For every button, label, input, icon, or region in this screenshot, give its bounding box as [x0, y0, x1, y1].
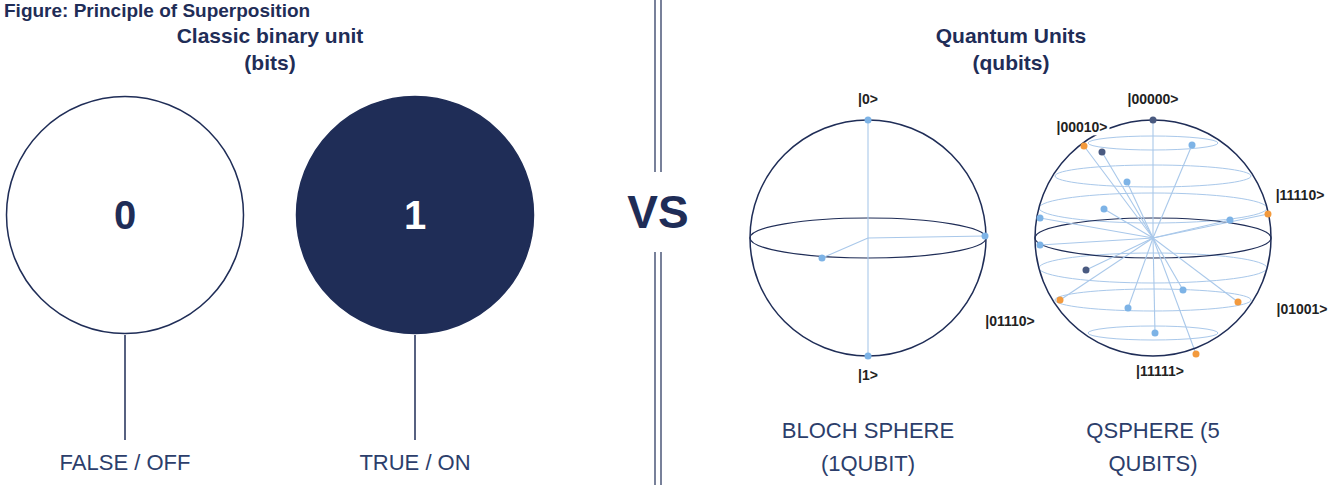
state-label: |00010> — [1054, 120, 1109, 135]
latitude-ring — [1088, 326, 1218, 340]
state-dot — [1125, 305, 1132, 312]
q-sphere-shape — [968, 86, 1336, 386]
state-vector — [1153, 238, 1155, 333]
state-vector — [1153, 238, 1238, 302]
state-vector — [1152, 120, 1153, 238]
latitude-ring — [1055, 289, 1251, 311]
state-vector — [1040, 238, 1153, 245]
divider-line — [654, 0, 655, 172]
sphere-outline — [750, 120, 986, 356]
state-dot — [1101, 206, 1108, 213]
state-vector — [1128, 238, 1153, 308]
state-dot — [1037, 242, 1044, 249]
state-label: |0> — [856, 92, 880, 107]
figure-title: Figure: Principle of Superposition — [4, 0, 310, 21]
state-dot — [1235, 299, 1242, 306]
state-dot — [1057, 297, 1064, 304]
state-dot — [1099, 149, 1106, 156]
bit-outline — [7, 97, 244, 334]
section-heading: Classic binary unit (bits) — [168, 22, 373, 76]
leader-line — [414, 335, 416, 440]
state-dot — [1081, 143, 1088, 150]
state-dot — [1227, 217, 1234, 224]
state-dot — [1265, 211, 1272, 218]
state-label: |11111> — [1134, 364, 1186, 379]
state-dot — [1180, 287, 1187, 294]
state-vector — [1040, 218, 1153, 238]
bit-outline — [297, 97, 534, 334]
state-dot — [1124, 179, 1131, 186]
q-sphere: |00000> |00010> |11110> |01110> |01001> |1111… — [968, 86, 1336, 386]
state-dot — [865, 117, 872, 124]
state-vector — [1153, 214, 1268, 238]
state-vector — [1060, 238, 1153, 300]
state-label: |01110> — [983, 314, 1036, 329]
state-vector — [1084, 146, 1153, 238]
divider-line — [660, 252, 661, 485]
state-caption: FALSE / OFF — [15, 448, 235, 478]
leader-line — [124, 335, 126, 440]
state-dot — [1083, 267, 1090, 274]
state-label: |11110> — [1274, 188, 1327, 203]
state-vector — [1153, 220, 1230, 238]
state-dot — [1189, 142, 1196, 149]
state-vector — [822, 238, 868, 258]
state-vector — [1153, 238, 1183, 290]
state-caption: TRUE / ON — [305, 448, 525, 478]
sphere-caption: BLOCH SPHERE (1QUBIT) — [748, 414, 988, 480]
versus-mark: VS — [598, 180, 718, 244]
sphere-caption: QSPHERE (5 QUBITS) — [1051, 414, 1256, 480]
state-dot — [1152, 330, 1159, 337]
state-label: |01001> — [1274, 302, 1329, 317]
sphere-outline — [1035, 120, 1271, 356]
state-dot — [982, 233, 989, 240]
state-vector — [1153, 145, 1192, 238]
divider-line — [660, 0, 661, 172]
state-vector — [868, 236, 985, 238]
state-vector — [1102, 152, 1153, 238]
state-label: |00000> — [1125, 92, 1180, 107]
state-vector — [1127, 182, 1153, 238]
divider-line — [654, 252, 655, 485]
state-dot — [1150, 117, 1157, 124]
state-dot — [1193, 351, 1200, 358]
state-dot — [865, 353, 872, 360]
state-vector — [867, 238, 868, 356]
bloch-sphere-shape — [740, 86, 996, 386]
bit-value: 1 — [404, 193, 426, 237]
bit-circle: 0 — [5, 95, 245, 335]
section-heading: Quantum Units (qubits) — [909, 22, 1114, 76]
state-dot — [1037, 215, 1044, 222]
bloch-sphere: |0> |1> — [740, 86, 996, 386]
bit-circle: 1 — [295, 95, 535, 335]
state-vector — [1153, 238, 1196, 354]
state-dot — [819, 255, 826, 262]
state-vector — [867, 120, 868, 238]
bit-value: 0 — [114, 193, 136, 237]
state-label: |1> — [856, 368, 880, 383]
